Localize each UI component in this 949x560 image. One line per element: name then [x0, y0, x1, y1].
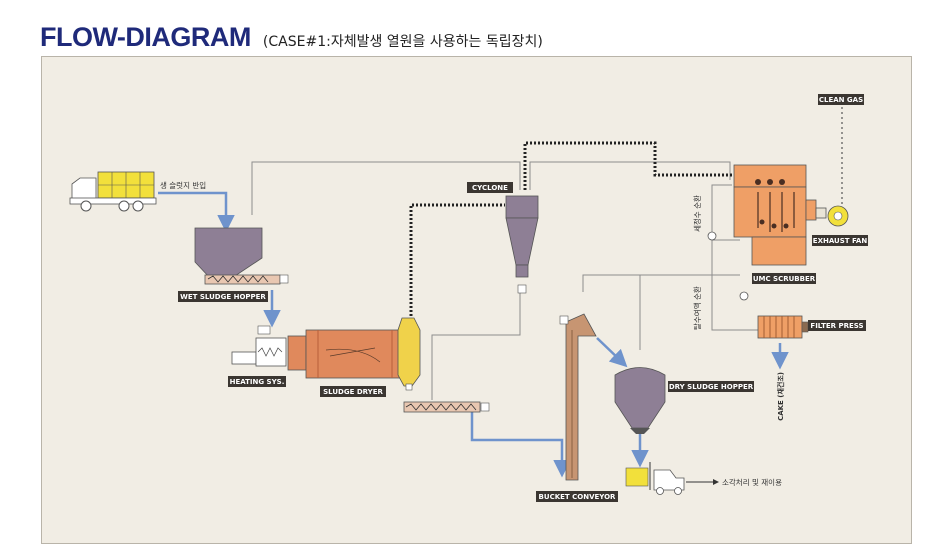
label-wet-sludge-hopper: WET SLUDGE HOPPER — [178, 291, 268, 302]
vent-lines — [251, 161, 760, 400]
svg-text:FILTER PRESS: FILTER PRESS — [810, 322, 863, 330]
label-sludge-dryer: SLUDGE DRYER — [320, 386, 386, 397]
svg-text:DRY SLUDGE HOPPER: DRY SLUDGE HOPPER — [669, 383, 754, 391]
svg-text:CYCLONE: CYCLONE — [472, 184, 508, 192]
note-dewater-circ: 탈수여액 순환 — [692, 286, 702, 330]
heating-system — [231, 325, 287, 367]
label-filter-press: FILTER PRESS — [808, 320, 866, 331]
filter-press — [757, 315, 809, 339]
svg-text:CLEAN GAS: CLEAN GAS — [819, 96, 863, 104]
hot-gas-lines — [409, 141, 735, 320]
note-raw-sludge-in: 생 슬럿지 반입 — [160, 180, 206, 190]
svg-text:WET SLUDGE HOPPER: WET SLUDGE HOPPER — [180, 293, 266, 301]
page-subtitle: (CASE#1:자체발생 열원을 사용하는 독립장치) — [262, 34, 543, 50]
label-dry-sludge-hopper: DRY SLUDGE HOPPER — [668, 381, 754, 392]
bucket-conveyor — [559, 313, 597, 481]
svg-text:BUCKET CONVEYOR: BUCKET CONVEYOR — [539, 493, 616, 501]
screw-conveyor — [403, 401, 490, 413]
dry-sludge-hopper — [614, 367, 666, 434]
label-clean-gas: CLEAN GAS — [818, 94, 864, 105]
exhaust-fan — [815, 205, 849, 227]
pump-icons — [707, 231, 749, 301]
svg-text:EXHAUST FAN: EXHAUST FAN — [813, 237, 868, 245]
note-wash-water-circ: 세정수 순환 — [692, 195, 702, 232]
wet-sludge-hopper — [194, 227, 289, 285]
label-cyclone: CYCLONE — [467, 182, 513, 193]
label-heating-sys: HEATING SYS. — [228, 376, 286, 387]
label-bucket-conveyor: BUCKET CONVEYOR — [536, 491, 618, 502]
forklift — [625, 462, 685, 495]
title-row: FLOW-DIAGRAM (CASE#1:자체발생 열원을 사용하는 독립장치) — [40, 22, 543, 53]
svg-text:CAKE (재건조): CAKE (재건조) — [776, 372, 785, 421]
label-exhaust-fan: EXHAUST FAN — [812, 235, 868, 246]
svg-text:SLUDGE DRYER: SLUDGE DRYER — [323, 388, 383, 396]
material-flow — [158, 191, 789, 478]
note-incinerate-reuse: 소각처리 및 재이용 — [722, 477, 782, 487]
svg-text:HEATING SYS.: HEATING SYS. — [230, 378, 285, 386]
cyclone — [505, 195, 539, 294]
sludge-dryer — [287, 317, 421, 391]
label-cake: CAKE (재건조) — [776, 372, 785, 421]
svg-text:UMC SCRUBBER: UMC SCRUBBER — [753, 275, 816, 283]
label-umc-scrubber: UMC SCRUBBER — [752, 273, 816, 284]
sludge-truck — [69, 171, 157, 212]
umc-scrubber — [733, 164, 817, 266]
page-title: FLOW-DIAGRAM — [40, 22, 251, 52]
